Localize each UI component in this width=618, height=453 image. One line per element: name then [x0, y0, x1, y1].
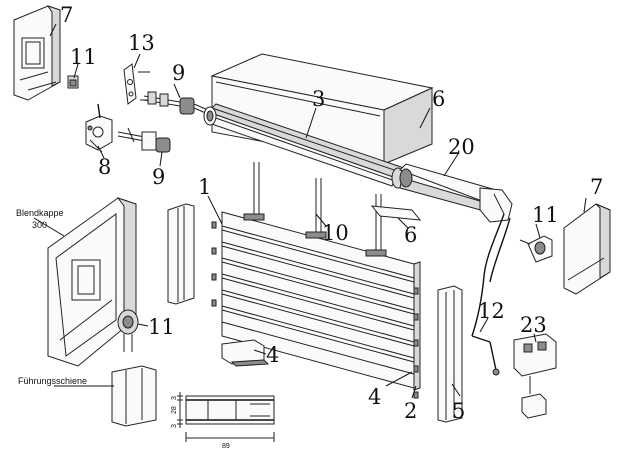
- side-cap-right: [563, 203, 611, 295]
- suspension-straps: [253, 162, 382, 250]
- guide-rail-right: [437, 285, 463, 423]
- callout-9-top: 9: [172, 61, 185, 85]
- motor-cable: [471, 213, 511, 376]
- end-caps-left: [211, 221, 217, 307]
- callout-2: 2: [404, 399, 417, 423]
- curtain-slats: [221, 225, 415, 375]
- callout-12: 12: [478, 299, 505, 323]
- callout-8: 8: [98, 155, 111, 179]
- bearing-small-top: [67, 75, 79, 89]
- label-fuehrungsschiene: Führungsschiene: [18, 376, 87, 386]
- callout-4-right: 4: [368, 385, 381, 409]
- guide-rail-fuehrungsschiene: [111, 365, 157, 427]
- wall-bracket: [123, 63, 152, 105]
- callout-3: 3: [312, 87, 325, 111]
- bearing-left: [117, 309, 139, 352]
- callout-1: 1: [198, 175, 211, 199]
- leader-lines: [33, 23, 587, 399]
- shutter-curtain: [221, 211, 421, 391]
- end-plug-gear: [85, 103, 113, 153]
- dimension-labels: 89 28 3 3: [171, 396, 230, 450]
- end-caps-right: [413, 287, 419, 399]
- text-labels: Blendkappe 300 Führungsschiene: [16, 208, 87, 386]
- box-cover: [210, 53, 434, 165]
- roller-tube: [203, 103, 405, 189]
- callout-7-right: 7: [590, 175, 603, 199]
- dim-width: 89: [222, 443, 230, 450]
- callout-13: 13: [128, 31, 155, 55]
- tubular-motor: [399, 163, 513, 223]
- callout-20: 20: [448, 135, 475, 159]
- label-blendkappe-size: 300: [32, 220, 47, 230]
- shaft-adapter-top: [143, 91, 209, 115]
- wall-switch: [513, 333, 557, 419]
- guide-rail-left: [167, 203, 195, 305]
- side-cap-top-left: [13, 5, 61, 101]
- strap-angle: [370, 205, 422, 221]
- bottom-bar-piece: [221, 339, 270, 367]
- profile-cross-section: [177, 392, 275, 442]
- callout-10: 10: [322, 221, 349, 245]
- callout-11-left: 11: [148, 315, 175, 339]
- callout-numbers: 7 11 13 9 3 6 8 9 20 1 10 6 7 11 11 12 2…: [60, 3, 603, 423]
- label-blendkappe: Blendkappe: [16, 208, 64, 218]
- blendkappe-cap: [47, 197, 137, 367]
- callout-23: 23: [520, 313, 547, 337]
- dim-bottom-gap: 3: [171, 424, 178, 428]
- callout-11-top: 11: [70, 45, 97, 69]
- callout-7-top-left: 7: [60, 3, 73, 27]
- callout-6-lower: 6: [404, 223, 417, 247]
- callout-4-left: 4: [266, 343, 279, 367]
- dim-top-gap: 3: [171, 396, 178, 400]
- callout-5: 5: [452, 399, 465, 423]
- bearing-right: [519, 235, 553, 263]
- dim-height: 28: [171, 406, 178, 414]
- callout-9-middle: 9: [152, 165, 165, 189]
- callout-11-right: 11: [532, 203, 559, 227]
- shaft-adapter-middle: [117, 127, 171, 153]
- callout-6-top: 6: [432, 87, 445, 111]
